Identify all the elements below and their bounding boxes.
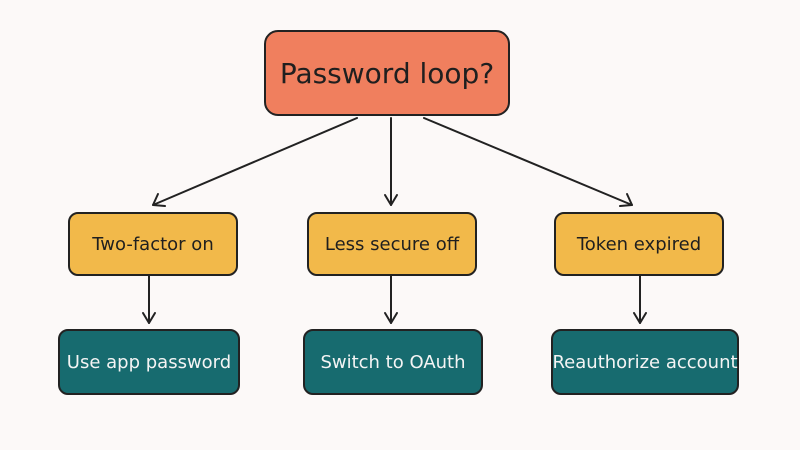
edge-two-factor-to-app-password (142, 275, 156, 324)
edge-less-secure-to-oauth (384, 275, 398, 324)
node-password-loop: Password loop? (264, 30, 510, 116)
node-label: Password loop? (279, 56, 495, 90)
edge-token-expired-to-reauthorize (633, 275, 647, 324)
node-switch-to-oauth: Switch to OAuth (303, 329, 483, 395)
node-token-expired: Token expired (554, 212, 724, 276)
edge-root-to-token-expired (423, 117, 633, 207)
edge-root-to-two-factor (152, 117, 358, 207)
node-two-factor-on: Two-factor on (68, 212, 238, 276)
node-label: Token expired (576, 233, 702, 255)
node-label: Use app password (66, 351, 232, 373)
node-less-secure-off: Less secure off (307, 212, 477, 276)
node-label: Switch to OAuth (320, 351, 466, 373)
node-label: Reauthorize account (552, 351, 738, 373)
node-reauthorize-account: Reauthorize account (551, 329, 739, 395)
edge-root-to-less-secure (384, 117, 398, 206)
node-use-app-password: Use app password (58, 329, 240, 395)
node-label: Less secure off (324, 233, 460, 255)
node-label: Two-factor on (92, 233, 214, 255)
